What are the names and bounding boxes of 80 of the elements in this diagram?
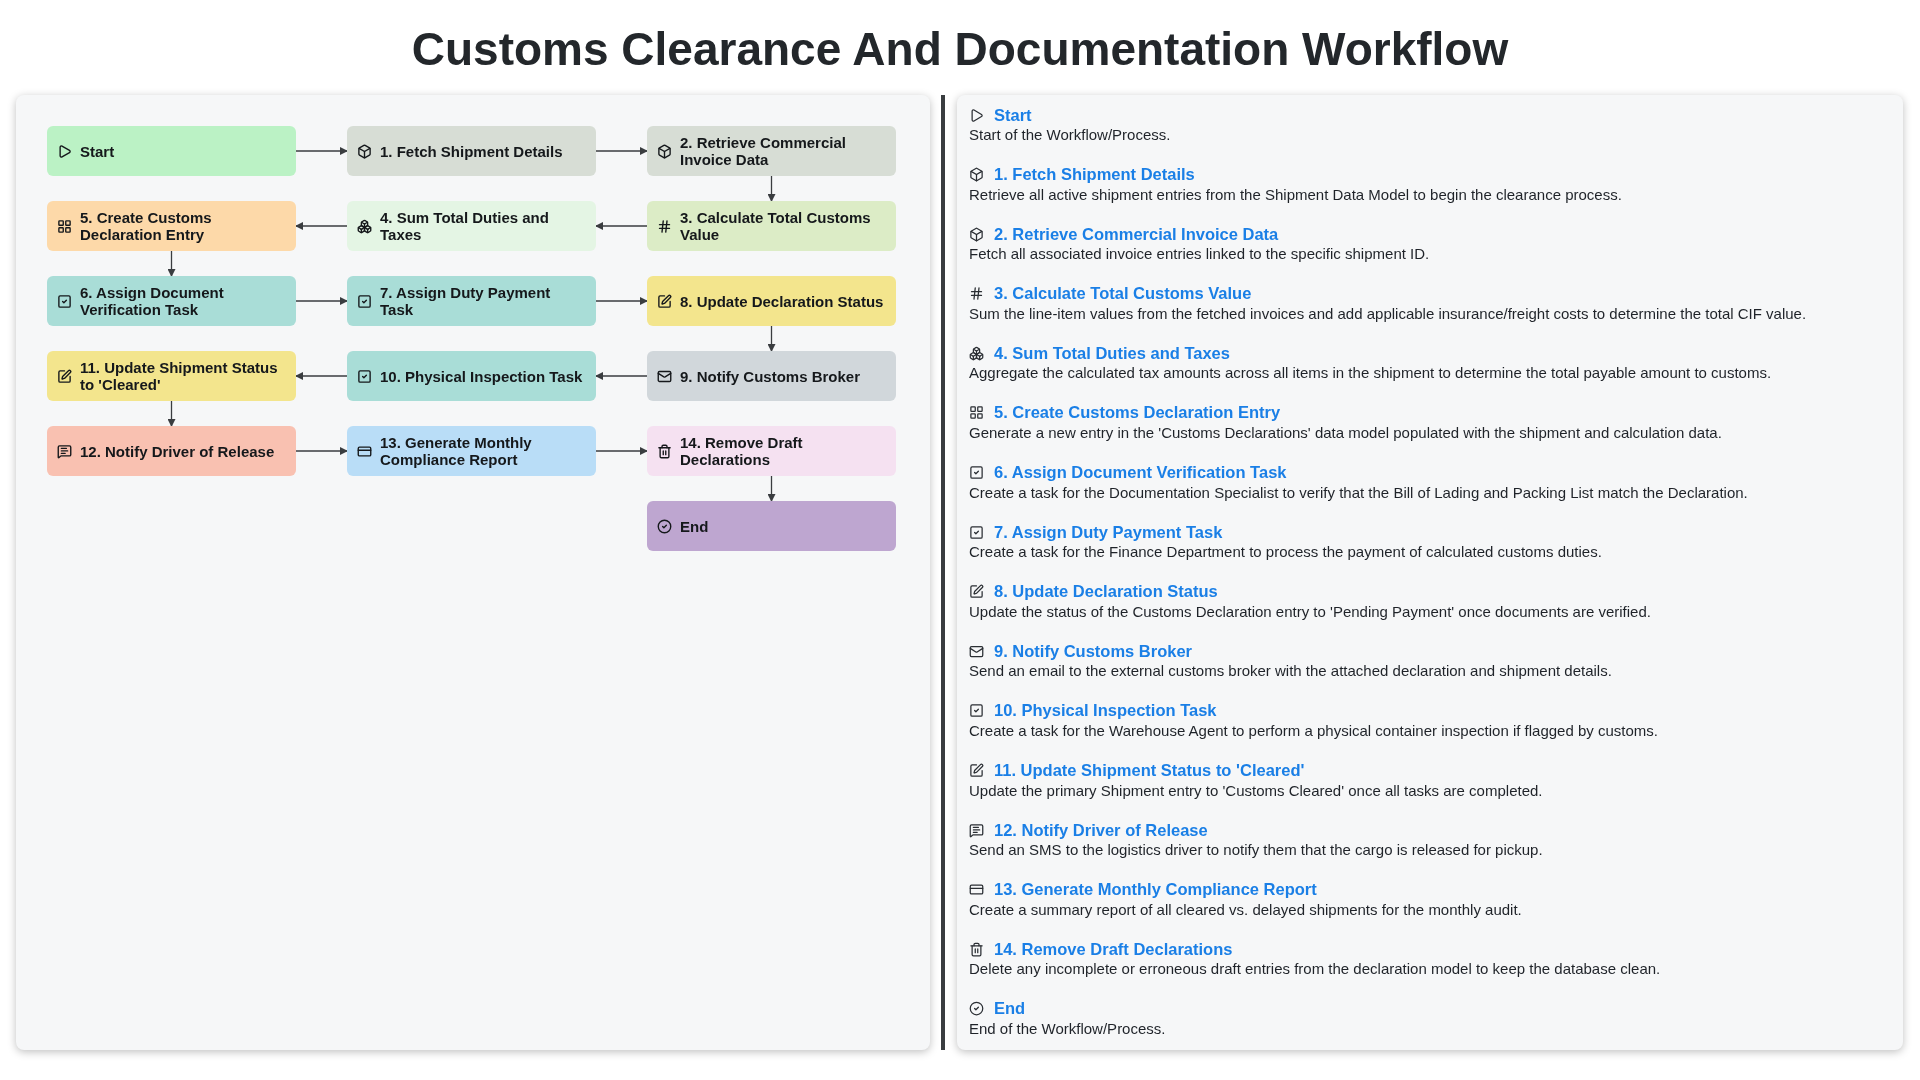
step-description: Send an email to the external customs broker with the attached declaration and shipment details.: [969, 662, 1613, 680]
step-title: 11. Update Shipment Status to 'Cleared': [994, 761, 1305, 781]
arrow: [595, 447, 648, 455]
step-description: Create a summary report of all cleared vs. delayed shipments for the monthly audit.: [969, 900, 1523, 918]
arrow: [595, 297, 648, 305]
process-box: [47, 276, 296, 326]
step-label: 2. Retrieve Commercial Invoice Data: [680, 134, 847, 168]
step-description: Create a task for the Documentation Specialist to verify that the Bill of Lading and Packing List match the Declaration.: [969, 483, 1749, 501]
step-title: 9. Notify Customs Broker: [994, 641, 1193, 661]
arrow: [595, 372, 648, 380]
step-description: Start of the Workflow/Process.: [969, 126, 1172, 143]
step-label: 3. Calculate Total Customs Value: [680, 209, 872, 243]
step-label: 8. Update Declaration Status: [680, 292, 884, 310]
process-box: [47, 126, 296, 176]
step-label: End: [680, 517, 709, 535]
process-box: [347, 201, 596, 251]
step-description: Fetch all associated invoice entries linked to the specific shipment ID.: [969, 245, 1431, 263]
step-description: Send an SMS to the logistics driver to notify them that the cargo is released for pickup.: [969, 841, 1544, 859]
step-title: 13. Generate Monthly Compliance Report: [994, 880, 1317, 900]
process-box: [647, 126, 896, 176]
process-box: [47, 351, 296, 401]
step-description: Update the primary Shipment entry to 'Customs Cleared' once all tasks are completed.: [969, 781, 1544, 799]
step-label: 6. Assign Document Verification Task: [80, 284, 225, 318]
process-box: [347, 126, 596, 176]
step-label: 12. Notify Driver of Release: [80, 442, 275, 460]
arrow: [595, 222, 648, 230]
process-box: [647, 276, 896, 326]
step-title: 7. Assign Duty Payment Task: [994, 522, 1223, 542]
process-box: [47, 426, 296, 476]
diagram-title: Customs Clearance And Documentation Workflow: [410, 22, 1510, 76]
step-label: 11. Update Shipment Status to 'Cleared': [80, 359, 279, 393]
arrow: [167, 250, 176, 277]
step-description: Create a task for the Warehouse Agent to perform a physical container inspection if flagged by customs.: [969, 721, 1659, 739]
process-box: [347, 426, 596, 476]
process-box: [347, 351, 596, 401]
step-label: Start: [80, 142, 115, 160]
step-title: 3. Calculate Total Customs Value: [994, 284, 1252, 304]
arrow: [295, 447, 348, 455]
step-title: 2. Retrieve Commercial Invoice Data: [994, 224, 1279, 244]
process-box: [647, 351, 896, 401]
step-label: 10. Physical Inspection Task: [380, 367, 583, 385]
arrow: [167, 400, 176, 427]
step-title: Start: [994, 105, 1032, 125]
step-description: Aggregate the calculated tax amounts across all items in the shipment to determine the total payable amount to customs.: [969, 364, 1773, 382]
step-description: Create a task for the Finance Department to process the payment of calculated customs duties.: [969, 543, 1603, 561]
step-title: 5. Create Customs Declaration Entry: [994, 403, 1281, 423]
process-box: [647, 426, 896, 476]
step-title: 14. Remove Draft Declarations: [994, 939, 1233, 959]
step-description: End of the Workflow/Process.: [969, 1019, 1167, 1037]
step-label: 1. Fetch Shipment Details: [380, 142, 563, 160]
step-description: Generate a new entry in the 'Customs Declarations' data model populated with the shipment and calculation data.: [969, 423, 1723, 441]
arrow: [295, 297, 348, 305]
step-title: 4. Sum Total Duties and Taxes: [994, 343, 1230, 363]
step-label: 5. Create Customs Declaration Entry: [80, 209, 213, 243]
step-title: 8. Update Declaration Status: [994, 582, 1218, 602]
step-description: Delete any incomplete or erroneous draft entries from the declaration model to keep the database clean.: [969, 960, 1662, 978]
step-title: 10. Physical Inspection Task: [994, 701, 1217, 721]
process-box: [347, 276, 596, 326]
step-title: End: [994, 999, 1026, 1019]
process-box: [647, 201, 896, 251]
step-label: 14. Remove Draft Declarations: [680, 434, 804, 468]
step-label: 9. Notify Customs Broker: [680, 367, 861, 385]
process-box: [647, 501, 896, 551]
step-description: Retrieve all active shipment entries from the Shipment Data Model to begin the clearance process.: [969, 185, 1623, 203]
arrow: [595, 147, 648, 155]
step-title: 1. Fetch Shipment Details: [994, 165, 1195, 185]
step-label: 13. Generate Monthly Compliance Report: [380, 434, 533, 468]
step-title: 12. Notify Driver of Release: [994, 820, 1208, 840]
arrow: [295, 147, 348, 155]
step-description: Sum the line-item values from the fetched invoices and add applicable insurance/freight costs to determine the total CIF value.: [969, 304, 1808, 322]
step-label: 4. Sum Total Duties and Taxes: [380, 209, 550, 243]
step-label: 7. Assign Duty Payment Task: [380, 284, 552, 318]
step-description: Update the status of the Customs Declaration entry to 'Pending Payment' once documents are verified.: [969, 602, 1652, 620]
step-title: 6. Assign Document Verification Task: [994, 463, 1287, 483]
arrow: [295, 222, 348, 230]
process-box: [47, 201, 296, 251]
arrow: [767, 325, 776, 352]
arrow: [767, 475, 776, 502]
arrow: [767, 175, 776, 202]
arrow: [295, 372, 348, 380]
